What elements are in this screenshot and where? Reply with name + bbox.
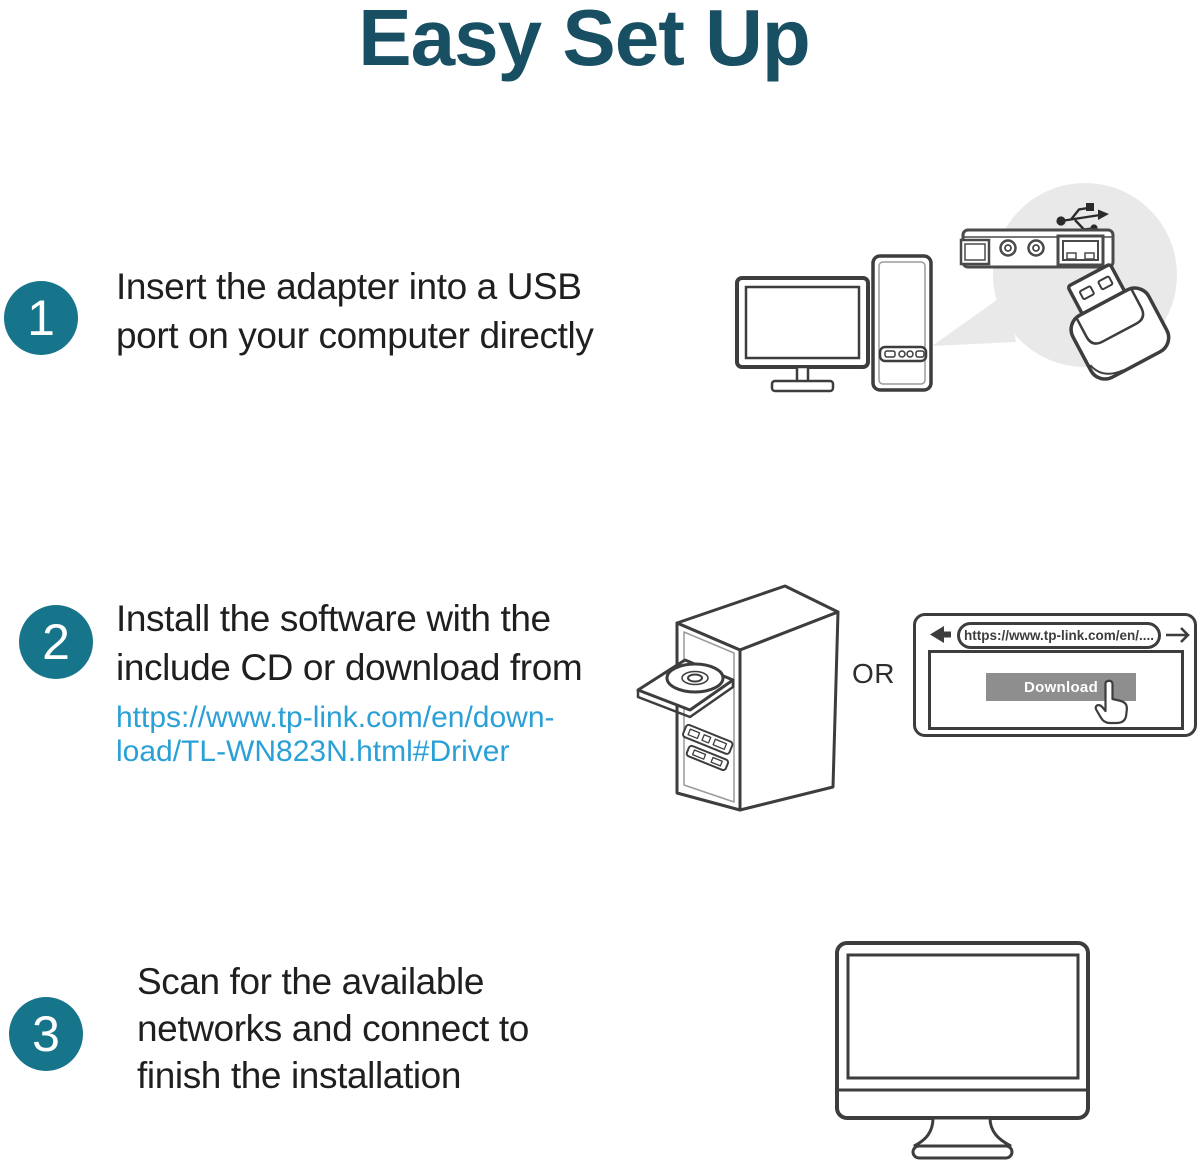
step-2-number: 2 (42, 614, 70, 670)
download-url-link[interactable]: https://www.tp-link.com/en/down- load/TL… (116, 701, 555, 769)
step-1-badge: 1 (4, 281, 78, 355)
step-2-badge: 2 (19, 605, 93, 679)
step-2-line-2: include CD or download from (116, 647, 583, 688)
browser-content: Download (928, 650, 1184, 730)
step-1-line-2: port on your computer directly (116, 315, 594, 356)
audio-jack-icon (1027, 239, 1045, 257)
download-url-line-1[interactable]: https://www.tp-link.com/en/down- (116, 701, 555, 734)
or-label: OR (852, 658, 895, 689)
usb-ports-panel (959, 228, 1115, 269)
step-3-illustration (835, 941, 1090, 1160)
url-bar[interactable]: https://www.tp-link.com/en/.... (957, 622, 1161, 649)
step-1-line-1: Insert the adapter into a USB (116, 266, 582, 307)
tower-ports-strip (682, 723, 734, 755)
step-1-illustration (735, 183, 1177, 393)
usb-a-port-icon (1056, 234, 1105, 267)
page-title: Easy Set Up (358, 0, 810, 82)
usb-adapter-icon (1067, 263, 1171, 381)
forward-arrow-icon[interactable] (1165, 625, 1191, 645)
callout-tail (932, 292, 1016, 346)
step-3-line-2: networks and connect to (137, 1008, 529, 1049)
step-3-line-1: Scan for the available (137, 961, 485, 1002)
tower-ports-strip (685, 744, 730, 772)
step-1-text: Insert the adapter into a USB port on yo… (116, 262, 594, 360)
cd-tower-illustration (636, 584, 840, 812)
download-url-line-2[interactable]: load/TL-WN823N.html#Driver (116, 735, 510, 768)
step-2-text: Install the software with the include CD… (116, 594, 583, 692)
step-3-badge: 3 (9, 997, 83, 1071)
step-2-line-1: Install the software with the (116, 598, 551, 639)
audio-jack-icon (999, 239, 1017, 257)
cd-tray-icon (636, 658, 735, 719)
step-3-line-3: finish the installation (137, 1055, 461, 1096)
step-3-number: 3 (32, 1006, 60, 1062)
hand-cursor-icon (1094, 679, 1128, 725)
back-arrow-icon[interactable] (929, 625, 952, 644)
browser-mockup: https://www.tp-link.com/en/.... Download (913, 613, 1197, 737)
step-1-number: 1 (27, 290, 55, 346)
step-3-text: Scan for the available networks and conn… (137, 958, 529, 1099)
imac-monitor-icon (835, 941, 1090, 1160)
tower-icon (871, 254, 933, 392)
monitor-icon (735, 276, 870, 393)
cd-disc-icon (665, 662, 725, 694)
